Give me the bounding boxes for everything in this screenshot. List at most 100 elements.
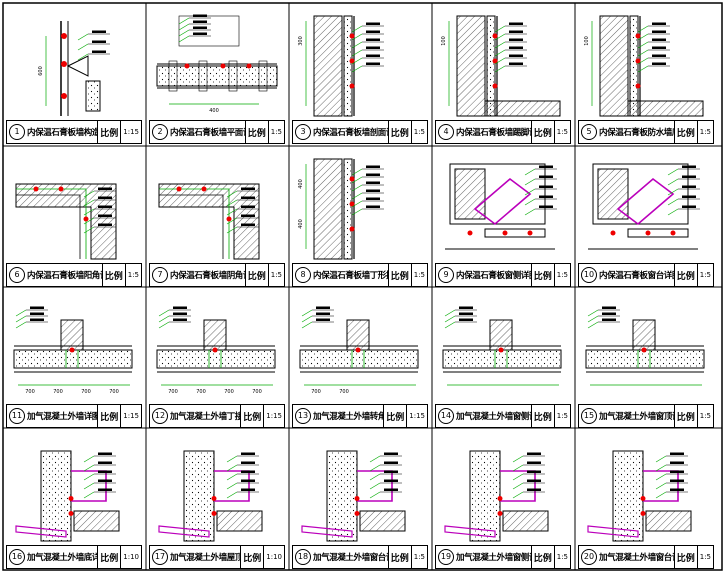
scale-value: 1:5 bbox=[127, 271, 139, 279]
title-divider bbox=[120, 546, 122, 568]
detail-cell-20: 20加气混凝土外墙窗台详图比例1:5 bbox=[576, 429, 716, 571]
scale-label: 比例 bbox=[390, 553, 409, 564]
title-divider bbox=[244, 121, 246, 143]
dimension-label: 700 bbox=[168, 389, 178, 395]
scale-value: 1:5 bbox=[699, 128, 711, 136]
scale-value: 1:5 bbox=[556, 271, 568, 279]
detail-number: 19 bbox=[438, 549, 454, 565]
scale-label: 比例 bbox=[676, 553, 695, 564]
scale-value: 1:5 bbox=[413, 128, 425, 136]
detail-title: 内保温石膏板防水墙底详图 bbox=[599, 128, 674, 138]
dimension-label: 700 bbox=[53, 389, 63, 395]
scale-label: 比例 bbox=[386, 412, 405, 423]
detail-title: 内保温石膏板窗侧详图 bbox=[456, 271, 531, 281]
detail-title: 内保温石膏板墙平面详图 bbox=[170, 128, 245, 138]
scale-label: 比例 bbox=[247, 128, 266, 139]
dimension-label: 700 bbox=[252, 389, 262, 395]
detail-number: 17 bbox=[152, 549, 168, 565]
title-divider bbox=[383, 405, 385, 427]
dimension-label: 400 bbox=[298, 219, 304, 229]
detail-cell-15: 15加气混凝土外墙窗顶详图比例1:5 bbox=[576, 288, 716, 430]
detail-drawing-5: 100 bbox=[584, 15, 704, 117]
detail-title: 加气混凝土外墙屋顶详图 bbox=[170, 553, 241, 563]
scale-value: 1:5 bbox=[699, 271, 711, 279]
detail-title: 加气混凝土外墙窗侧详图 bbox=[456, 412, 531, 422]
scale-value: 1:5 bbox=[699, 553, 711, 561]
detail-drawing-14 bbox=[442, 306, 562, 386]
scale-value: 1:15 bbox=[123, 128, 139, 136]
dimension-label: 100 bbox=[584, 36, 590, 46]
detail-number: 6 bbox=[9, 267, 25, 283]
dimension-label: 700 bbox=[339, 389, 349, 395]
dimension-label: 400 bbox=[298, 179, 304, 189]
scale-value: 1:5 bbox=[270, 271, 282, 279]
title-divider bbox=[696, 546, 698, 568]
title-divider bbox=[696, 264, 698, 286]
scale-label: 比例 bbox=[533, 412, 552, 423]
scale-value: 1:15 bbox=[409, 412, 425, 420]
detail-title-bar: 20加气混凝土外墙窗台详图比例1:5 bbox=[578, 545, 714, 569]
title-divider bbox=[696, 121, 698, 143]
detail-cell-17: 17加气混凝土外墙屋顶详图比例1:10 bbox=[147, 429, 287, 571]
title-divider bbox=[530, 405, 532, 427]
detail-cell-14: 14加气混凝土外墙窗侧详图比例1:5 bbox=[433, 288, 573, 430]
detail-drawing-15 bbox=[585, 306, 705, 386]
detail-number: 16 bbox=[9, 549, 25, 565]
scale-value: 1:5 bbox=[413, 271, 425, 279]
detail-cell-12: 70070070070012加气混凝土外墙丁接详图比例1:15 bbox=[147, 288, 287, 430]
detail-title-bar: 17加气混凝土外墙屋顶详图比例1:10 bbox=[149, 545, 285, 569]
scale-value: 1:5 bbox=[413, 553, 425, 561]
detail-drawing-19 bbox=[444, 450, 549, 542]
title-divider bbox=[553, 405, 555, 427]
detail-number: 9 bbox=[438, 267, 454, 283]
scale-label: 比例 bbox=[243, 412, 262, 423]
detail-title: 加气混凝土外墙详图 bbox=[27, 412, 98, 422]
title-divider bbox=[530, 121, 532, 143]
detail-number: 20 bbox=[581, 549, 597, 565]
title-divider bbox=[553, 264, 555, 286]
dimension-label: 700 bbox=[196, 389, 206, 395]
dimension-label: 700 bbox=[81, 389, 91, 395]
detail-title-bar: 4内保温石膏板墙踢脚详图比例1:5 bbox=[435, 120, 571, 144]
scale-value: 1:15 bbox=[266, 412, 282, 420]
scale-value: 1:5 bbox=[699, 412, 711, 420]
detail-number: 7 bbox=[152, 267, 168, 283]
detail-title: 加气混凝土外墙窗台详图 bbox=[313, 553, 388, 563]
detail-title-bar: 7内保温石膏板墙阴角详图比例1:5 bbox=[149, 263, 285, 287]
detail-title-bar: 12加气混凝土外墙丁接详图比例1:15 bbox=[149, 404, 285, 428]
scale-value: 1:15 bbox=[123, 412, 139, 420]
detail-title-bar: 16加气混凝土外墙底详图比例1:10 bbox=[6, 545, 142, 569]
detail-title: 加气混凝土外墙窗顶详图 bbox=[599, 412, 674, 422]
title-divider bbox=[267, 121, 269, 143]
scale-label: 比例 bbox=[104, 271, 123, 282]
detail-number: 4 bbox=[438, 124, 454, 140]
detail-cell-8: 4004008内保温石膏板墙丁形接详图比例1:5 bbox=[290, 147, 430, 289]
detail-number: 3 bbox=[295, 124, 311, 140]
detail-title: 加气混凝土外墙丁接详图 bbox=[170, 412, 241, 422]
scale-value: 1:5 bbox=[556, 412, 568, 420]
detail-title-bar: 1内保温石膏板墙构造示意比例1:15 bbox=[6, 120, 142, 144]
detail-drawing-17 bbox=[158, 450, 263, 542]
detail-cell-4: 1004内保温石膏板墙踢脚详图比例1:5 bbox=[433, 4, 573, 146]
title-divider bbox=[263, 546, 265, 568]
detail-title-bar: 2内保温石膏板墙平面详图比例1:5 bbox=[149, 120, 285, 144]
scale-value: 1:5 bbox=[556, 128, 568, 136]
title-divider bbox=[387, 546, 389, 568]
title-divider bbox=[387, 264, 389, 286]
title-divider bbox=[410, 121, 412, 143]
title-divider bbox=[696, 405, 698, 427]
detail-title: 加气混凝土外墙转角详图 bbox=[313, 412, 384, 422]
title-divider bbox=[673, 546, 675, 568]
scale-value: 1:5 bbox=[556, 553, 568, 561]
detail-title-bar: 19加气混凝土外墙窗侧详图比例1:5 bbox=[435, 545, 571, 569]
title-divider bbox=[97, 405, 99, 427]
detail-drawing-8: 400 400 bbox=[298, 158, 384, 260]
scale-label: 比例 bbox=[390, 128, 409, 139]
detail-cell-3: 3003内保温石膏板墙剖面详图比例1:5 bbox=[290, 4, 430, 146]
detail-drawing-1: 600 bbox=[38, 21, 110, 116]
detail-cell-2: 4002内保温石膏板墙平面详图比例1:5 bbox=[147, 4, 287, 146]
detail-title-bar: 6内保温石膏板墙阳角详图比例1:5 bbox=[6, 263, 142, 287]
scale-label: 比例 bbox=[676, 128, 695, 139]
